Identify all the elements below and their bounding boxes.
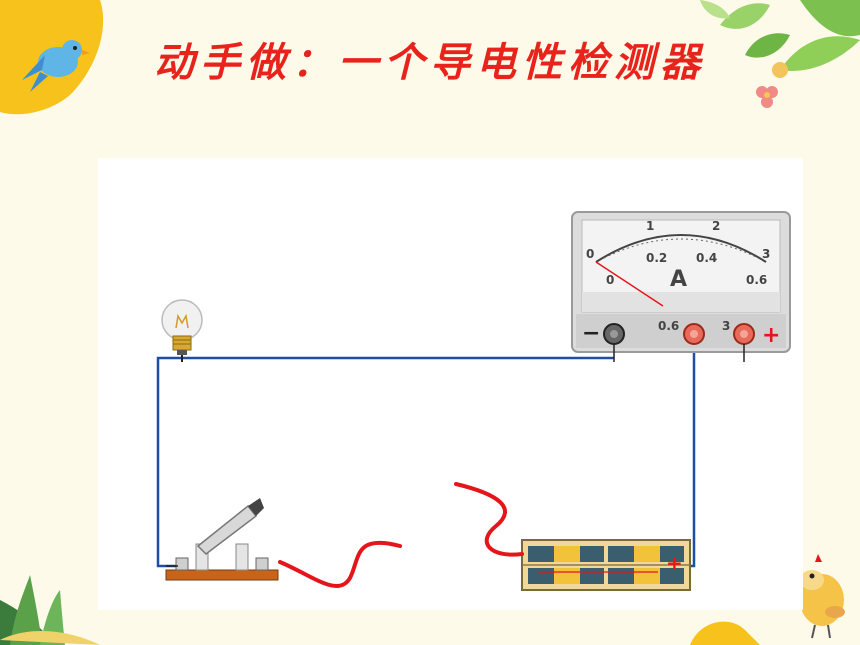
light-bulb-icon	[161, 299, 203, 362]
circuit-svg: 0 1 2 3 0 0.2 0.4 0.6 A − 0.6 3 +	[156, 211, 791, 591]
right-wire	[688, 344, 696, 568]
minus-sign: −	[582, 321, 600, 346]
scale-label: 1	[646, 219, 654, 233]
bird-icon	[22, 40, 90, 92]
terminal-label: 0.6	[658, 319, 679, 333]
ammeter: 0 1 2 3 0 0.2 0.4 0.6 A − 0.6 3 +	[571, 211, 791, 362]
yellow-blob-decoration	[690, 621, 760, 645]
scale-label: 2	[712, 219, 720, 233]
probe-wires	[278, 482, 524, 588]
scale-label: 3	[762, 247, 770, 261]
battery-pack: +	[521, 539, 691, 591]
ammeter-symbol: A	[670, 267, 687, 292]
flower-icon	[756, 62, 788, 108]
probe-wire-right	[454, 482, 524, 557]
plus-sign: +	[762, 323, 780, 348]
grass-decoration	[0, 575, 100, 645]
chick-icon	[792, 554, 845, 639]
circuit-diagram: 0 1 2 3 0 0.2 0.4 0.6 A − 0.6 3 +	[98, 158, 803, 610]
battery-plus-sign: +	[666, 551, 683, 575]
scale-label: 0	[586, 247, 594, 261]
circuit-wires	[156, 344, 696, 568]
scale-label: 0.4	[696, 251, 717, 265]
scale-label: 0	[606, 273, 614, 287]
knife-switch	[165, 498, 279, 581]
left-wire	[156, 356, 182, 568]
leaf-icon	[700, 0, 860, 71]
ammeter-needle	[595, 261, 664, 307]
probe-wire-left	[278, 540, 402, 588]
terminal-label: 3	[722, 319, 730, 333]
scale-label: 0.6	[746, 273, 767, 287]
scale-label: 0.2	[646, 251, 667, 265]
slide-title: 动手做：一个导电性检测器	[154, 39, 706, 86]
